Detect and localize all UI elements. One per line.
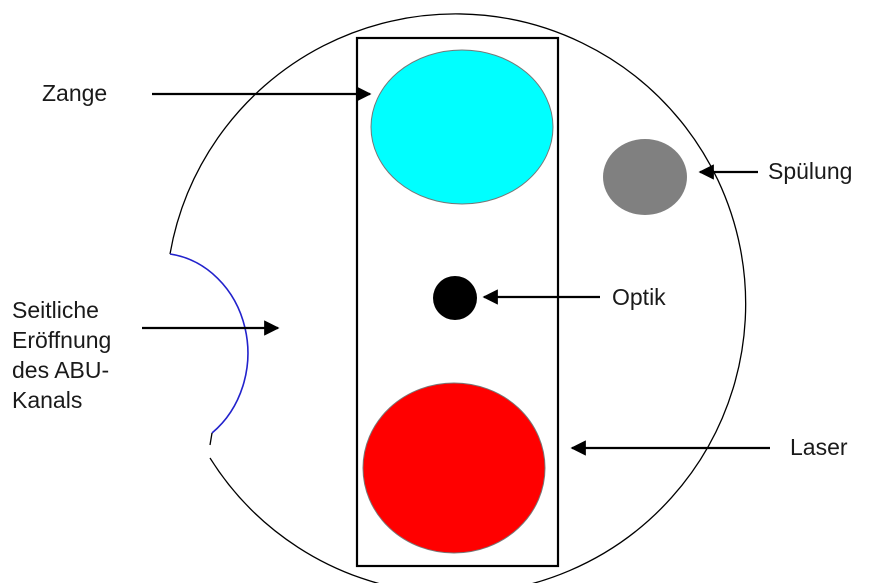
seitliche-label-line-4: Kanals xyxy=(12,387,83,413)
seitliche-label-line-2: Eröffnung xyxy=(12,327,112,353)
spuelung-channel xyxy=(603,139,687,215)
seitliche-label-line-3: des ABU- xyxy=(12,357,110,383)
laser-channel xyxy=(362,382,546,554)
seitliche-eroeffnung-label: Seitliche Eröffnung des ABU- Kanals xyxy=(12,295,111,415)
abu-channel-opening xyxy=(169,253,249,434)
zange-channel xyxy=(370,49,554,205)
spuelung-label: Spülung xyxy=(768,158,853,184)
endoscope-outline xyxy=(169,13,747,583)
working-channel-frame xyxy=(355,36,560,568)
seitliche-label-line-1: Seitliche xyxy=(12,297,99,323)
zange-label: Zange xyxy=(42,80,108,106)
optik-channel xyxy=(433,276,477,320)
optik-label: Optik xyxy=(612,284,666,310)
notch-tail xyxy=(209,432,213,446)
laser-label: Laser xyxy=(790,434,848,460)
